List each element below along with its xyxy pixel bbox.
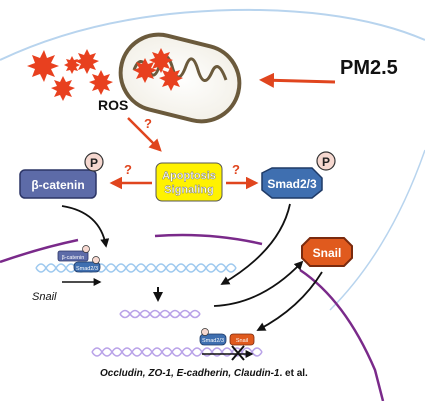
nuclear-envelope-left [0,238,79,264]
target-genes-list: Occludin, ZO-1, E-cadherin, Claudin-1 [100,368,280,379]
snail-node: Snail [301,237,353,267]
nuclear-envelope-right [299,268,385,402]
ros-particles [27,48,183,101]
phosphate-icon [84,152,104,172]
pm25-label: PM2.5 [340,57,398,79]
snail-label: Snail [313,246,342,260]
ros-label: ROS [98,97,128,113]
smad-label: Smad2/3 [267,177,317,191]
phosphate-icon [316,151,336,171]
apoptosis-label-line1: Apoptosis [162,170,216,182]
ros-particle [159,66,183,91]
phosphate-label: P [90,156,98,170]
beta-catenin-translocation-arrow [61,205,110,248]
mini-smad-label: Smad2/3 [76,266,98,272]
ros-particle [149,48,173,73]
nuclear-envelope-middle [154,233,263,246]
ros-particle [27,50,59,82]
apoptosis-signaling-node: Apoptosis Signaling [155,162,223,202]
smad-node: Smad2/3 P [261,151,336,199]
cell-membrane [0,8,425,61]
ros-particle [89,70,113,95]
snail-mrna [119,309,201,319]
dna-snail-promoter [35,263,237,273]
mini-smad-label: Smad2/3 [202,338,224,344]
ros-particle [133,58,157,83]
question-mark: ? [144,116,152,131]
snail-gene-label: Snail [32,291,57,303]
cell-membrane-right [329,149,425,311]
transcription-complex: β-catenin Smad2/3 [57,245,101,273]
repressor-complex: Smad2/3 Snail [199,328,255,346]
question-mark: ? [124,162,132,177]
dna-target-genes [91,347,263,357]
pm25-arrow [259,72,336,88]
beta-catenin-label: β-catenin [31,178,84,192]
inhibition-x-icon [231,345,245,361]
snail-translation-arrow [213,260,304,307]
mini-beta-catenin-label: β-catenin [62,255,85,261]
snail-repression-arrow [256,271,323,331]
ros-particle [64,56,80,74]
beta-catenin-node: β-catenin P [19,152,104,199]
phosphate-label: P [322,155,330,169]
smad-translocation-arrow [220,203,291,285]
ros-particle [75,49,99,74]
ros-to-apoptosis-arrow [127,117,162,152]
apoptosis-label-line2: Signaling [164,184,214,196]
question-mark: ? [232,162,240,177]
ros-particle [51,76,75,101]
mini-snail-label: Snail [236,338,248,344]
target-genes-caption: Occludin, ZO-1, E-cadherin, Claudin-1. e… [100,368,308,379]
target-genes-suffix: . et al. [279,368,308,379]
